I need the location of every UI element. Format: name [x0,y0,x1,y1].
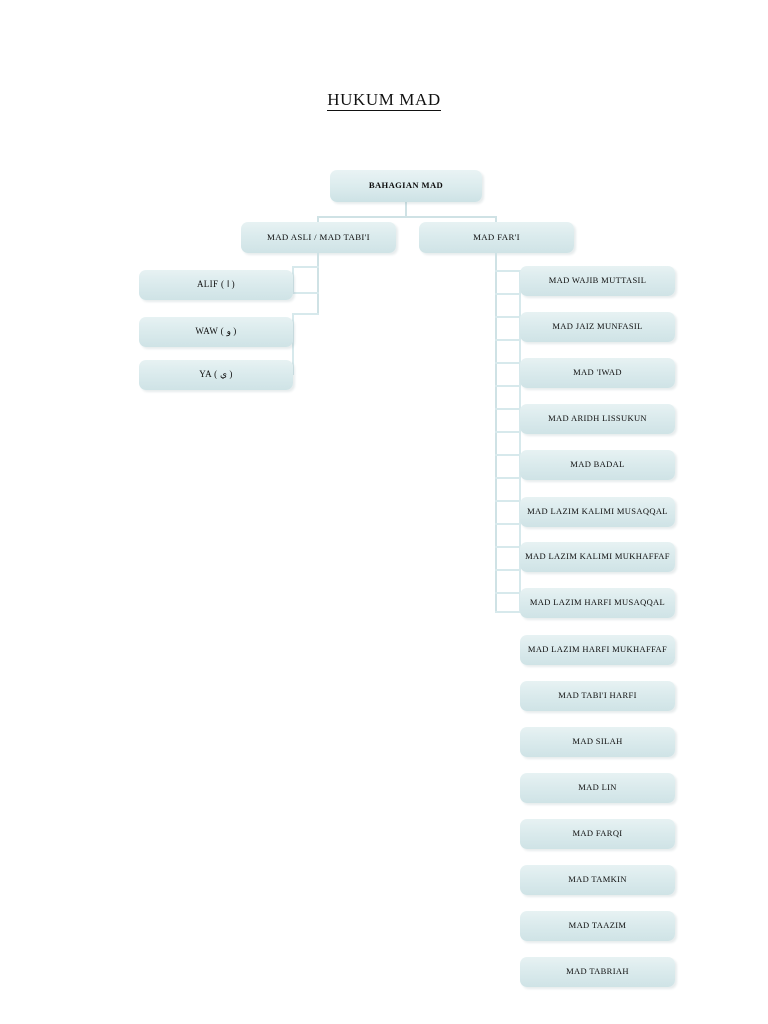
connector-root-down [405,202,407,218]
node-mad-lazim-kalimi-musaqqal[interactable]: MAD LAZIM KALIMI MUSAQQAL [520,497,675,527]
node-ya[interactable]: YA ( ي ) [139,360,293,390]
node-mad-tabriah[interactable]: MAD TABRIAH [520,957,675,987]
connector-right-stub-10 [495,477,521,479]
connector-right-stub-6 [495,385,521,387]
connector-right-trunk [495,253,497,613]
page-title: HUKUM MAD [0,90,768,111]
connector-right-stub-16 [495,611,521,613]
node-mad-aridh-lissukun[interactable]: MAD ARIDH LISSUKUN [520,404,675,434]
node-mad-badal[interactable]: MAD BADAL [520,450,675,480]
node-mad-silah[interactable]: MAD SILAH [520,727,675,757]
connector-root-horizontal [317,216,497,218]
node-mad-lazim-kalimi-mukhaffaf[interactable]: MAD LAZIM KALIMI MUKHAFFAF [520,542,675,572]
node-alif[interactable]: ALIF ( ا ) [139,270,293,300]
node-mad-wajib-muttasil[interactable]: MAD WAJIB MUTTASIL [520,266,675,296]
page-title-text: HUKUM MAD [327,90,441,111]
connector-left-trunk [317,253,319,315]
node-mad-iwad[interactable]: MAD 'IWAD [520,358,675,388]
connector-right-stub-7 [495,408,521,410]
node-waw[interactable]: WAW ( و ) [139,317,293,347]
node-mad-lazim-harfi-mukhaffaf[interactable]: MAD LAZIM HARFI MUKHAFFAF [520,635,675,665]
connector-right-stub-3 [495,316,521,318]
connector-right-stub-4 [495,339,521,341]
node-mad-tabiI-harfi[interactable]: MAD TABI'I HARFI [520,681,675,711]
node-mad-tamkin[interactable]: MAD TAMKIN [520,865,675,895]
connector-right-stub-14 [495,569,521,571]
node-mad-asli[interactable]: MAD ASLI / MAD TABI'I [241,222,396,253]
connector-left-riser-1 [292,266,294,294]
node-mad-lazim-harfi-musaqqal[interactable]: MAD LAZIM HARFI MUSAQQAL [520,588,675,618]
connector-to-left-branch [317,216,319,225]
connector-left-stub-2 [292,292,319,294]
connector-right-stub-9 [495,454,521,456]
connector-right-stub-13 [495,546,521,548]
node-mad-lin[interactable]: MAD LIN [520,773,675,803]
connector-right-riser [519,270,521,613]
connector-right-stub-1 [495,270,521,272]
node-bahagian-mad[interactable]: BAHAGIAN MAD [330,170,482,202]
connector-left-stub-1 [292,266,319,268]
connector-right-stub-11 [495,500,521,502]
connector-left-riser-2 [292,313,294,375]
connector-right-stub-8 [495,431,521,433]
connector-left-stub-3 [292,313,319,315]
connector-right-stub-2 [495,293,521,295]
connector-right-stub-12 [495,523,521,525]
node-mad-farqi[interactable]: MAD FARQI [520,819,675,849]
connector-right-stub-5 [495,362,521,364]
node-mad-jaiz-munfasil[interactable]: MAD JAIZ MUNFASIL [520,312,675,342]
connector-right-stub-15 [495,592,521,594]
node-mad-farI[interactable]: MAD FAR'I [419,222,574,253]
node-mad-taazim[interactable]: MAD TAAZIM [520,911,675,941]
connector-to-right-branch [495,216,497,225]
